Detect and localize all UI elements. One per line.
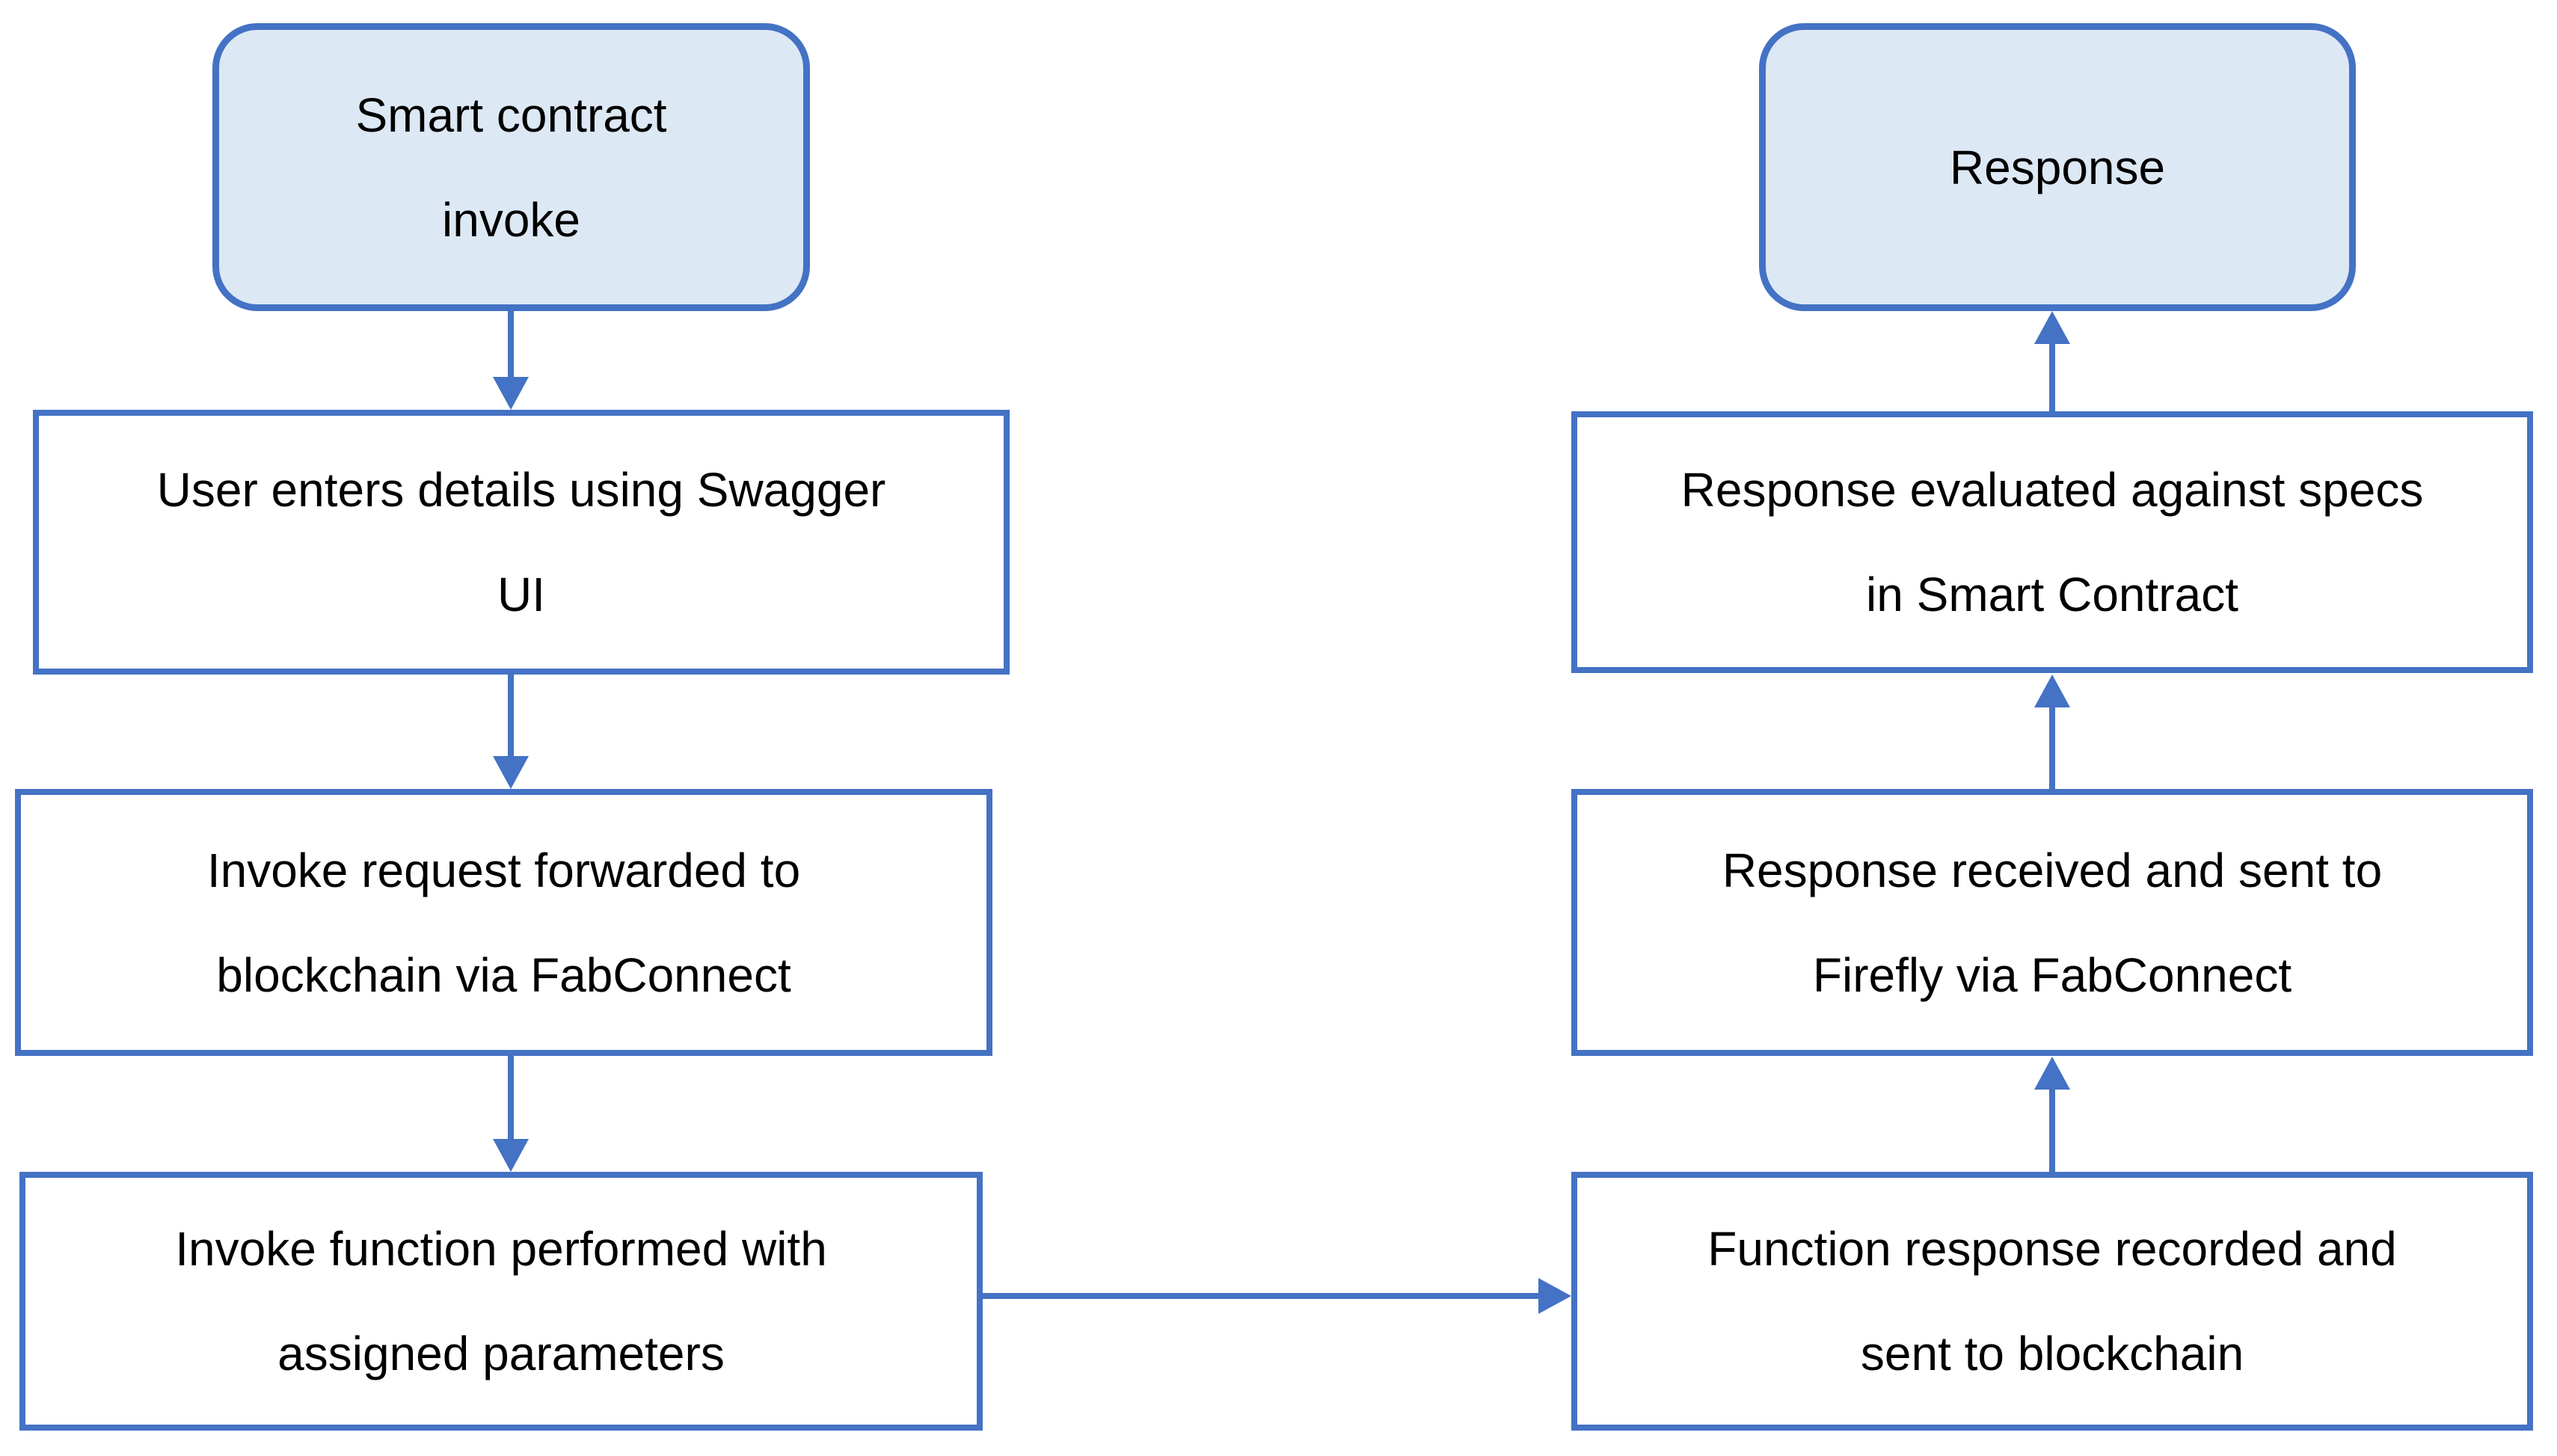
arrowhead-smart-contract-to-user-details (493, 377, 529, 410)
node-user-enters-details: User enters details using Swagger UI (33, 410, 1010, 675)
arrowhead-response-evaluated-to-response (2034, 311, 2070, 344)
node-invoke-function-performed: Invoke function performed with assigned … (19, 1172, 983, 1431)
node-label-line: User enters details using Swagger (156, 463, 886, 517)
arrowhead-invoke-request-to-invoke-function (493, 1139, 529, 1172)
node-label-line: Response (1949, 140, 2166, 194)
arrowhead-invoke-function-to-function-response (1538, 1278, 1571, 1314)
node-label-line: UI (497, 568, 545, 621)
node-response-received: Response received and sent to Firefly vi… (1571, 789, 2533, 1056)
node-smart-contract-invoke: Smart contract invoke (212, 23, 810, 311)
node-response-evaluated: Response evaluated against specs in Smar… (1571, 411, 2533, 673)
node-label-line: Function response recorded and (1707, 1222, 2397, 1276)
arrowhead-response-received-to-response-evaluated (2034, 675, 2070, 707)
node-label-line: Invoke request forwarded to (206, 843, 801, 897)
node-label-line: Response evaluated against specs (1680, 463, 2424, 517)
arrowhead-function-response-to-response-received (2034, 1057, 2070, 1090)
node-function-response-recorded: Function response recorded and sent to b… (1571, 1172, 2533, 1431)
node-label-line: Smart contract (355, 87, 667, 142)
node-response: Response (1759, 23, 2356, 311)
arrowhead-user-details-to-invoke-request (493, 756, 529, 789)
node-label-line: assigned parameters (277, 1327, 725, 1380)
node-label-line: in Smart Contract (1866, 568, 2238, 621)
node-label-line: Invoke function performed with (175, 1222, 827, 1276)
node-label-line: invoke (442, 192, 580, 247)
node-invoke-request-forwarded: Invoke request forwarded to blockchain v… (15, 789, 992, 1056)
node-label-line: Response received and sent to (1722, 843, 2383, 897)
node-label-line: blockchain via FabConnect (216, 947, 791, 1002)
node-label-line: Firefly via FabConnect (1812, 947, 2292, 1002)
node-label-line: sent to blockchain (1860, 1327, 2244, 1380)
